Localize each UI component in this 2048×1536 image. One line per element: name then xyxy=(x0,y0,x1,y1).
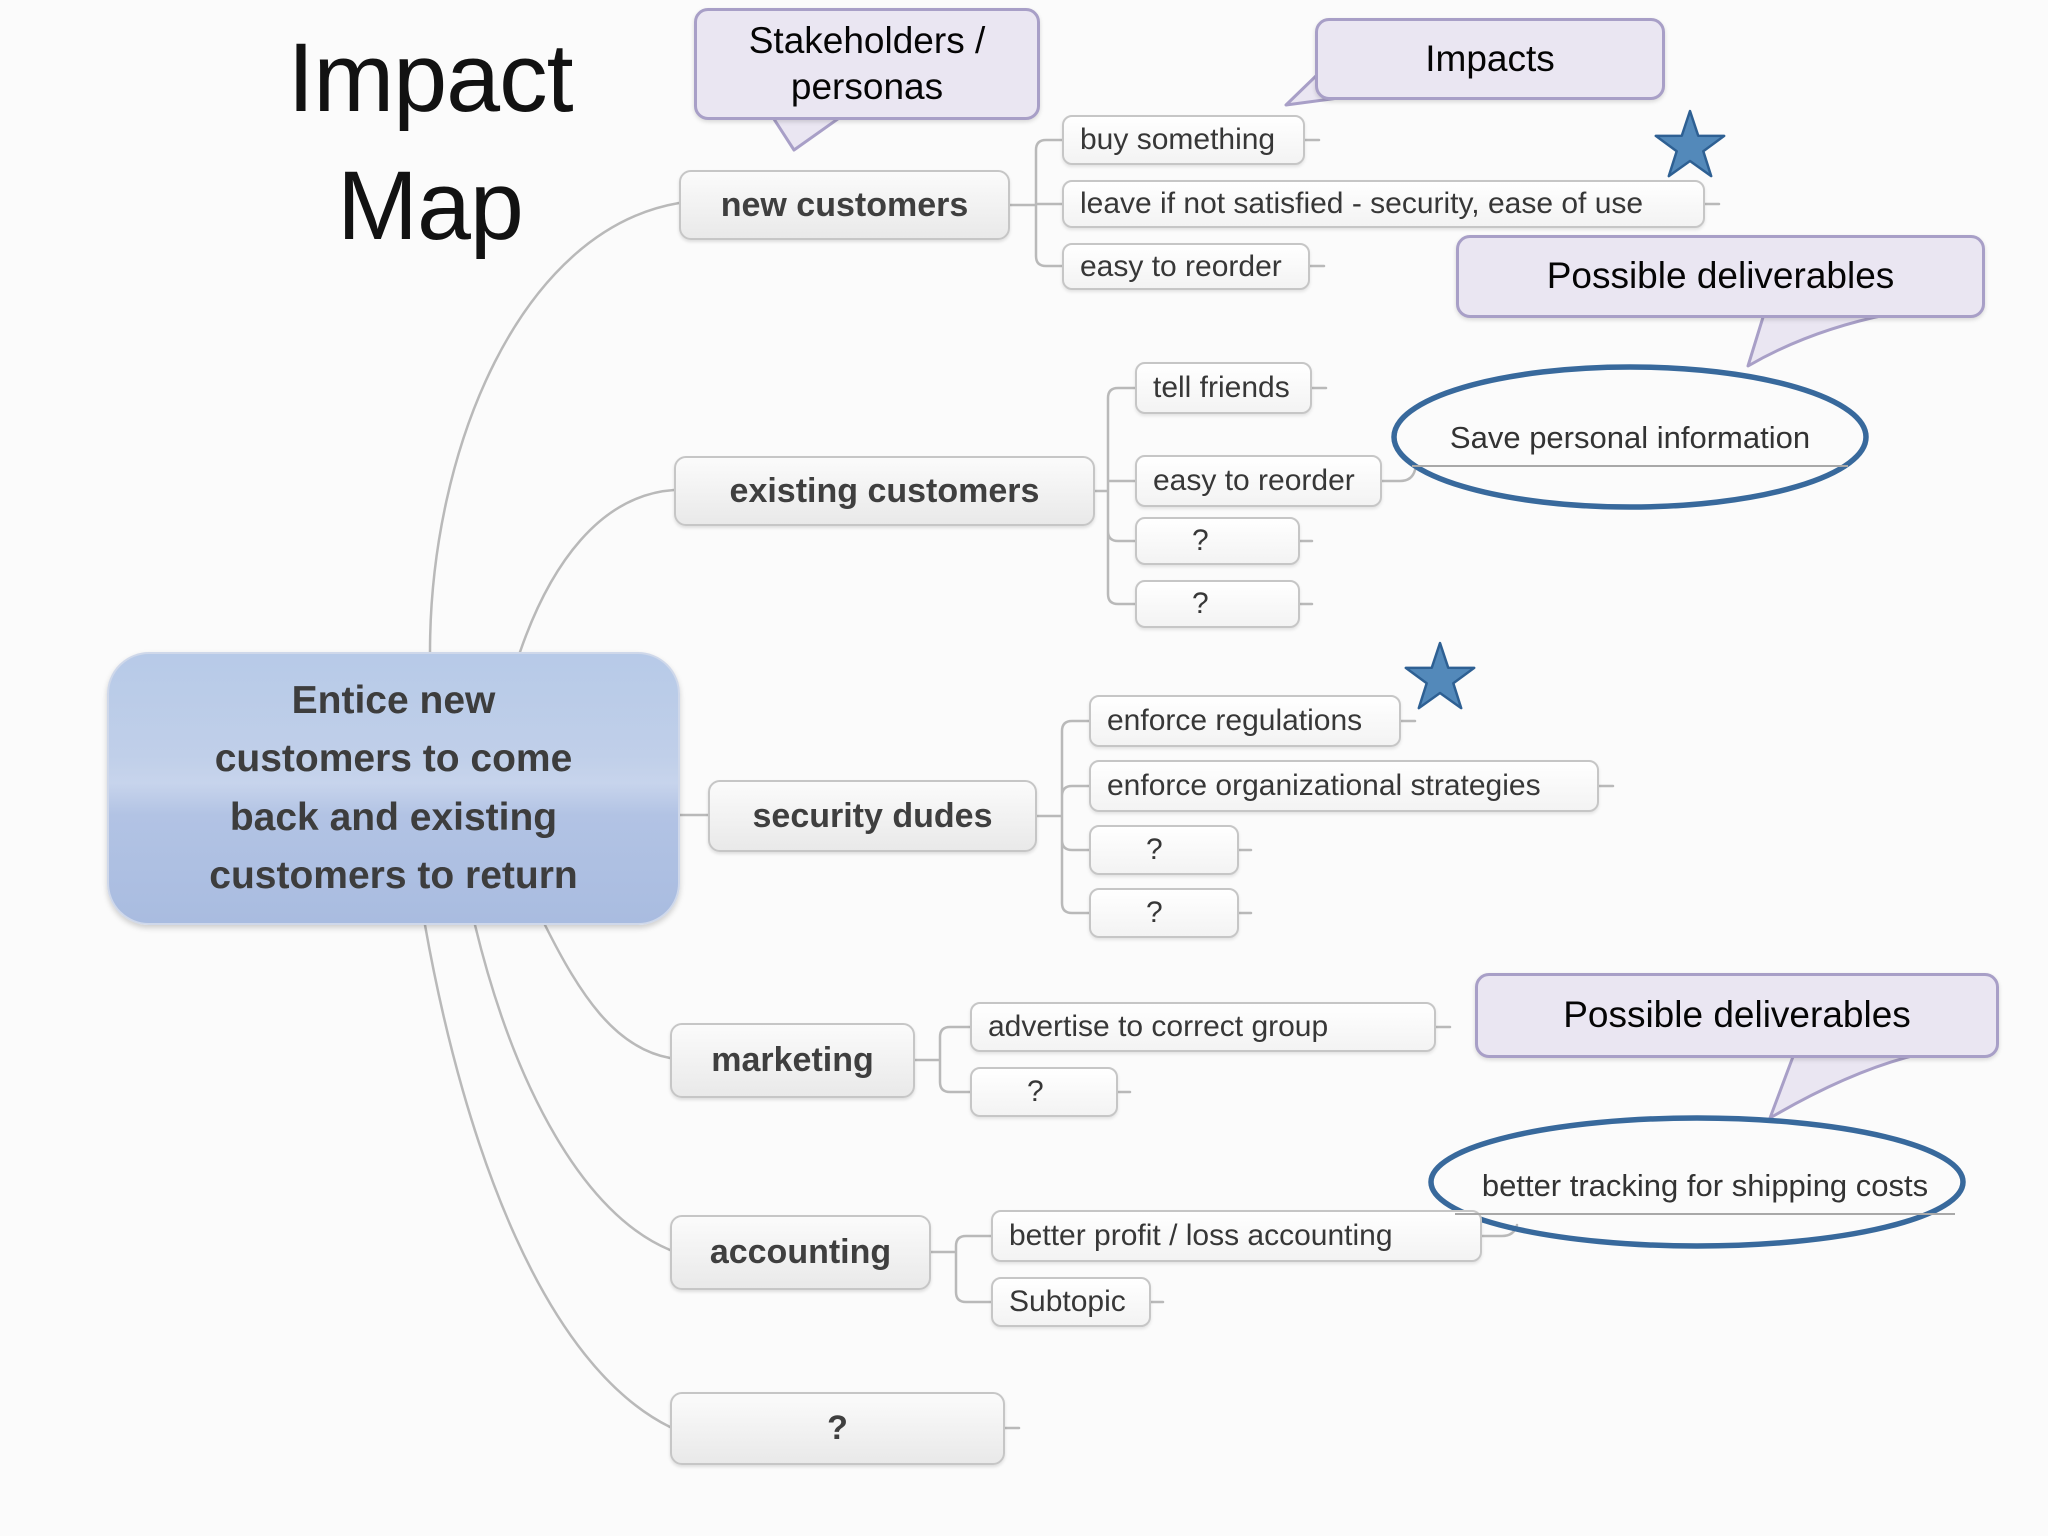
actor-node-existing-customers: existing customers xyxy=(674,456,1095,526)
impact-node: advertise to correct group xyxy=(970,1002,1436,1052)
impact-node: buy something xyxy=(1062,115,1305,165)
actor-node-marketing: marketing xyxy=(670,1023,915,1098)
goal-line: Entice new xyxy=(291,678,496,722)
actor-node-accounting: accounting xyxy=(670,1215,931,1290)
impact-node: better profit / loss accounting xyxy=(991,1210,1482,1262)
curve-to-unknown xyxy=(423,923,672,1429)
curve-to-marketing xyxy=(543,923,672,1060)
goal-node: Entice new customers to come back and ex… xyxy=(107,652,680,925)
goal-line: customers to return xyxy=(209,854,578,897)
impact-node: easy to reorder xyxy=(1062,243,1310,290)
deliverables-bottom-callout: Possible deliverables xyxy=(1475,973,1999,1058)
star-icon xyxy=(1404,641,1476,710)
actor-node-security-dudes: security dudes xyxy=(708,780,1037,852)
actor-node-new-customers: new customers xyxy=(679,170,1010,240)
curve-to-accounting xyxy=(473,923,672,1252)
page-title: Impact Map xyxy=(230,14,630,270)
goal-line: back and existing xyxy=(229,795,558,839)
impact-node: ? xyxy=(970,1067,1118,1117)
impact-node: ? xyxy=(1135,580,1300,628)
stakeholders-callout-tail xyxy=(770,114,844,152)
impact-node: enforce regulations xyxy=(1089,695,1401,747)
star-icon xyxy=(1654,109,1726,178)
deliverables-bottom-callout-tail xyxy=(1768,1052,1922,1120)
impact-node: easy to reorder xyxy=(1135,455,1382,507)
impact-node: Subtopic xyxy=(991,1277,1151,1327)
actor-node-unknown: ? xyxy=(670,1392,1005,1465)
impacts-callout: Impacts xyxy=(1315,18,1665,100)
stakeholders-callout: Stakeholders / personas xyxy=(694,8,1040,120)
page-title-line1: Impact xyxy=(287,23,573,132)
impact-node: ? xyxy=(1089,825,1239,875)
deliverables-top-callout-tail xyxy=(1746,312,1892,368)
bracket-security-dudes xyxy=(1035,719,1615,915)
impact-node: ? xyxy=(1135,517,1300,565)
impact-node: tell friends xyxy=(1135,362,1312,414)
goal-line: customers to come xyxy=(214,737,573,780)
impact-node: ? xyxy=(1089,888,1239,938)
deliverable-better-tracking-shipping: better tracking for shipping costs xyxy=(1455,1168,1955,1215)
page-title-line2: Map xyxy=(337,151,524,261)
impact-node: enforce organizational strategies xyxy=(1089,760,1599,812)
deliverables-top-callout: Possible deliverables xyxy=(1456,235,1985,318)
impact-node: leave if not satisfied - security, ease … xyxy=(1062,180,1705,228)
curve-to-existing-customers xyxy=(518,488,676,654)
curve-to-new-customers xyxy=(428,201,681,654)
deliverable-save-personal-information: Save personal information xyxy=(1412,420,1848,467)
